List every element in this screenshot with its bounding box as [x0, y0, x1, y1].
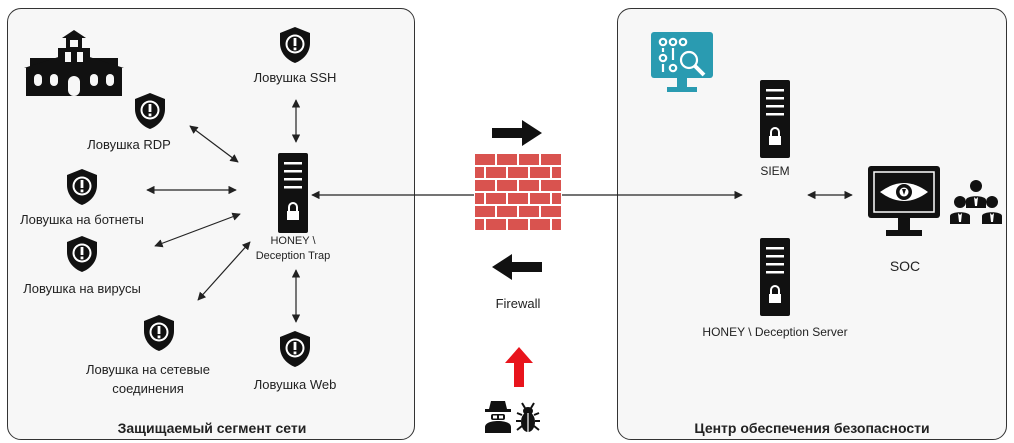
building-icon	[24, 30, 124, 96]
rdp-shield-icon	[135, 93, 165, 129]
link-network	[197, 241, 251, 301]
monitoring-icon	[651, 32, 713, 92]
attack-arrow-icon	[505, 347, 533, 387]
honey-trap-label-line2: Deception Trap	[255, 250, 331, 262]
protected-segment-title: Защищаемый сегмент сети	[117, 420, 307, 436]
siem-label: SIEM	[760, 164, 790, 178]
botnet-shield-icon	[67, 169, 97, 205]
virus-shield-icon	[67, 236, 97, 272]
trap-virus-label: Ловушка на вирусы	[23, 281, 141, 296]
trap-rdp-label: Ловушка RDP	[87, 137, 171, 152]
trap-ssh-label: Ловушка SSH	[253, 70, 337, 85]
deception-server-label: HONEY \ Deception Server	[702, 325, 848, 339]
outbound-arrow-icon	[492, 120, 542, 146]
trap-web-label: Ловушка Web	[253, 377, 337, 392]
trap-botnet-label: Ловушка на ботнеты	[20, 212, 144, 227]
inbound-arrow-icon	[492, 254, 542, 280]
link-virus	[154, 212, 241, 248]
honey-trap-server-icon	[278, 153, 308, 233]
trap-network-label-line2: соединения	[112, 381, 184, 396]
security-center-title: Центр обеспечения безопасности	[694, 420, 930, 436]
firewall-label: Firewall	[495, 296, 541, 311]
link-rdp	[189, 125, 239, 163]
honey-trap-label-line1: HONEY \	[270, 235, 316, 247]
soc-team-icon	[950, 180, 1002, 224]
siem-server-icon	[760, 80, 790, 158]
web-shield-icon	[280, 331, 310, 367]
deception-server-icon	[760, 238, 790, 316]
network-shield-icon	[144, 315, 174, 351]
firewall-icon	[474, 153, 562, 237]
soc-label: SOC	[889, 258, 921, 274]
soc-monitor-icon	[868, 166, 940, 236]
trap-network-label-line1: Ловушка на сетевые	[86, 362, 210, 377]
bug-icon	[516, 402, 540, 432]
hacker-icon	[485, 401, 511, 433]
ssh-shield-icon	[280, 27, 310, 63]
